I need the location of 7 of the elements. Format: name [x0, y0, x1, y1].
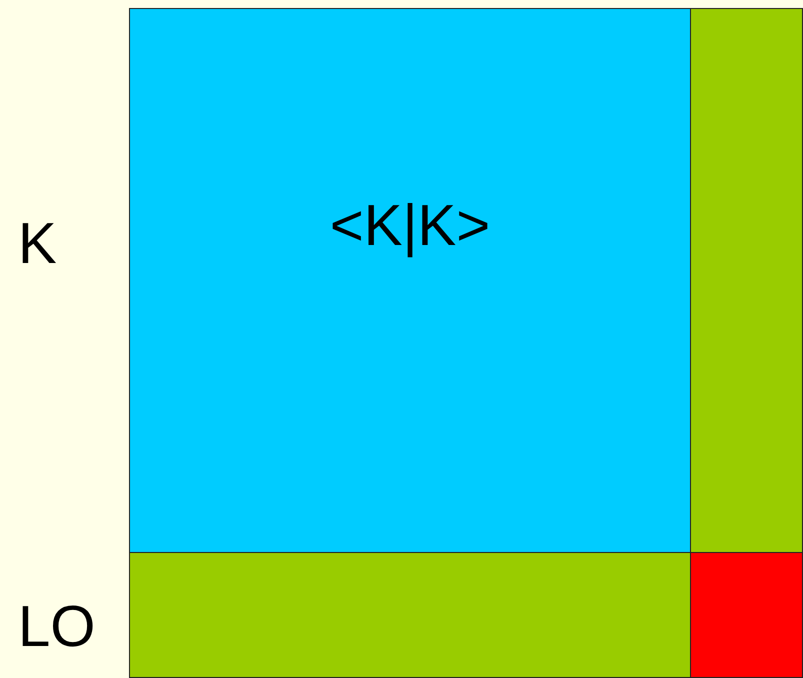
row-label: K — [18, 215, 57, 273]
matrix-block — [690, 552, 803, 678]
matrix-block — [129, 8, 691, 553]
block-label: <K|K> — [330, 192, 490, 259]
matrix-block — [129, 552, 691, 678]
row-label: LO — [18, 598, 96, 656]
matrix-block — [690, 8, 803, 553]
